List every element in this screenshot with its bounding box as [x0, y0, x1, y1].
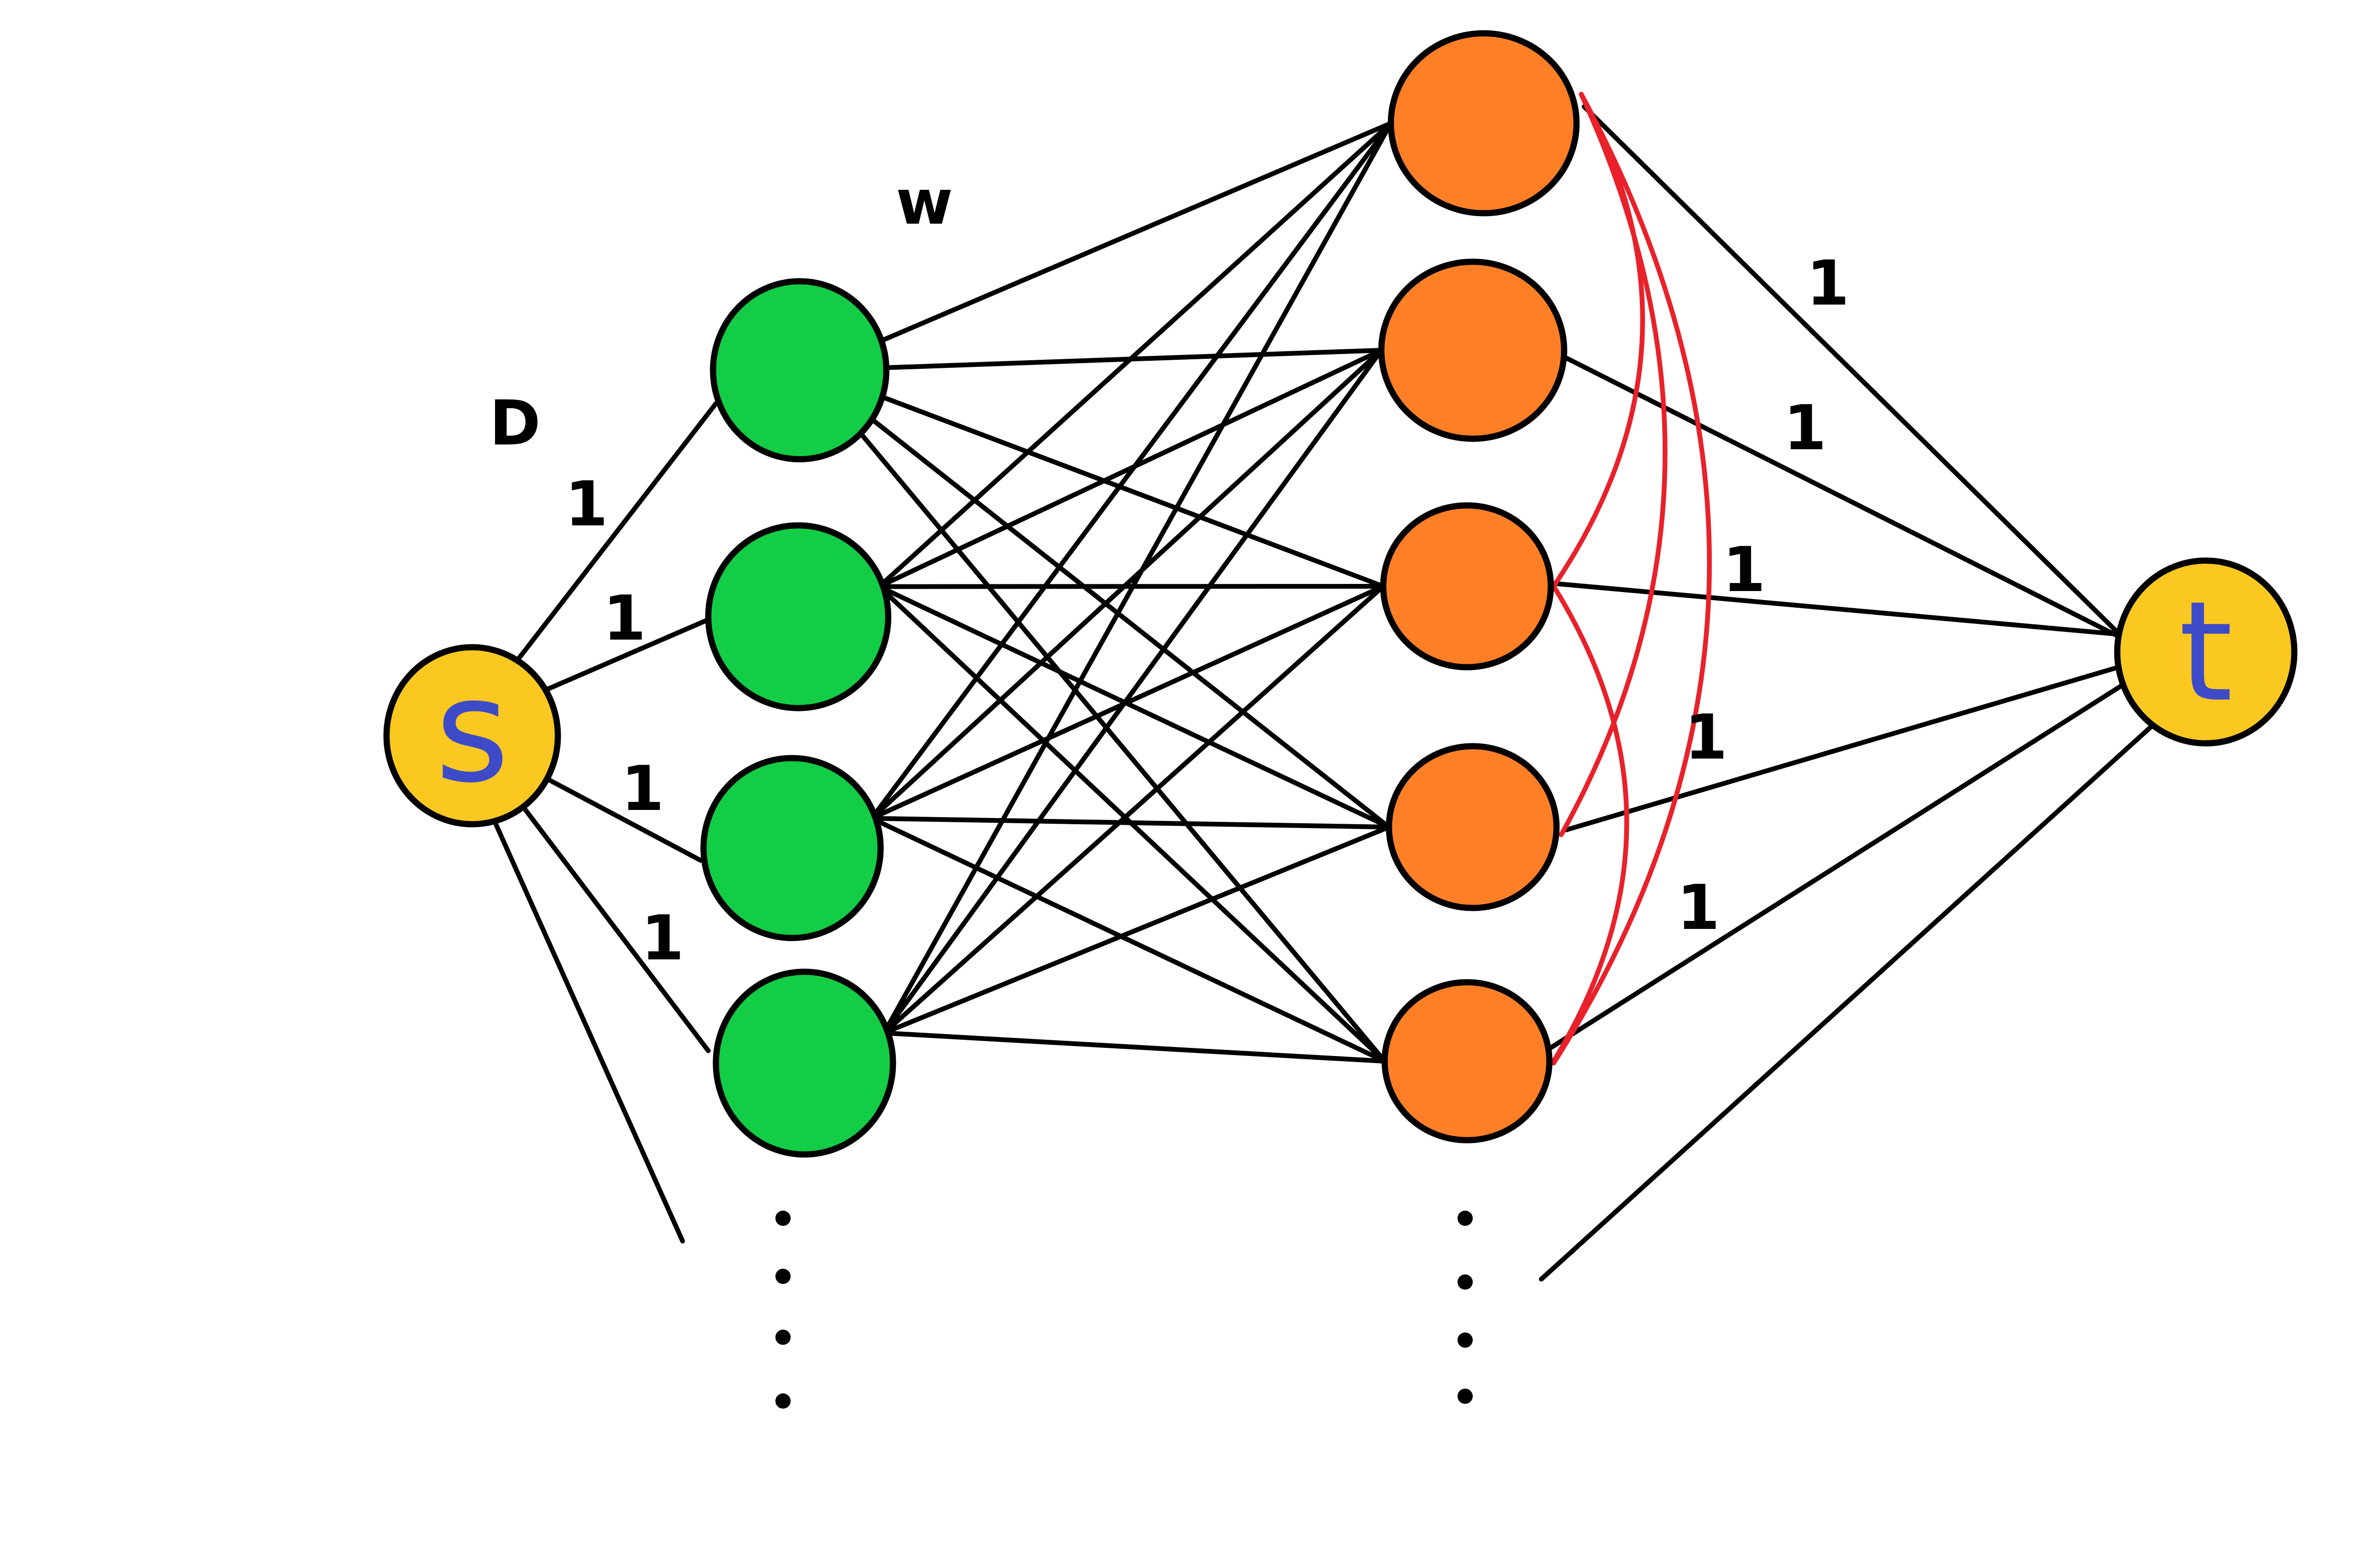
edge-g3-o2 [869, 348, 1384, 821]
edge-g3-o1 [869, 121, 1393, 821]
edge-more-t [1539, 716, 2162, 1282]
left-node-4 [713, 968, 896, 1158]
edge-g2-o4 [877, 584, 1391, 829]
nodes-layer [383, 30, 2298, 1158]
right-column-ellipsis [1458, 1211, 1473, 1404]
edge-g3-o5 [869, 816, 1387, 1064]
right-node-1 [1388, 30, 1580, 217]
red-edge-o1-o3 [1551, 92, 1645, 589]
red-edge-o3-o5 [1551, 584, 1629, 1064]
ellipsis-dot [775, 1211, 791, 1226]
source-label: s [435, 648, 509, 814]
edge-g1-o5 [858, 431, 1387, 1064]
ellipsis-dot [775, 1269, 791, 1284]
sink-node [2114, 557, 2298, 747]
edge-o5-t [1544, 678, 2132, 1053]
edge-o1-t [1582, 104, 2127, 642]
source-edge-label-3: 1 [621, 752, 664, 825]
right-node-2 [1378, 258, 1567, 442]
edges-layer [493, 104, 2162, 1282]
red-edge-o1-o5 [1551, 92, 1712, 1066]
ellipsis-dot [775, 1393, 791, 1409]
ellipsis-dot [1458, 1332, 1473, 1348]
edge-g4-o3 [882, 584, 1386, 1036]
edge-s-g4 [523, 808, 711, 1053]
left-column-ellipsis [775, 1211, 791, 1409]
edge-o2-t [1564, 355, 2127, 642]
edge-g4-o1 [882, 121, 1393, 1036]
source-edge-label-4: 1 [641, 902, 684, 974]
left-node-2 [705, 522, 892, 711]
sink-edge-label-4: 1 [1685, 701, 1727, 773]
edge-g4-o2 [882, 348, 1384, 1036]
ellipsis-dot [775, 1330, 791, 1345]
edge-s-g2 [543, 617, 711, 692]
red-edges-layer [1551, 92, 1712, 1066]
edge-g1-o4 [869, 417, 1391, 829]
edge-g4-o5 [882, 1030, 1387, 1064]
edge-g1-o3 [880, 395, 1386, 589]
ellipsis-dot [1458, 1274, 1473, 1290]
edge-s-g1 [516, 401, 718, 662]
edge-o3-t [1551, 581, 2127, 637]
label-w: w [896, 166, 953, 238]
sink-edge-label-3: 1 [1723, 533, 1765, 606]
sink-edge-label-2: 1 [1784, 392, 1826, 464]
sink-label: t [2179, 572, 2233, 732]
edge-g1-o1 [879, 121, 1393, 343]
source-node [383, 644, 561, 828]
ellipsis-dot [1458, 1389, 1473, 1404]
edge-g3-o4 [869, 816, 1391, 829]
sink-edge-label-5: 1 [1677, 871, 1720, 944]
edge-s-g3 [546, 777, 703, 863]
red-edge-o1-o4 [1559, 92, 1668, 837]
right-node-3 [1380, 502, 1554, 671]
source-edge-label-1: 1 [565, 468, 608, 540]
source-edge-label-2: 1 [603, 582, 646, 654]
sink-edge-label-1: 1 [1806, 247, 1849, 319]
edge-o4-t [1564, 663, 2127, 832]
ellipsis-dot [1458, 1211, 1473, 1226]
edge-s-more [493, 820, 685, 1243]
label-d: D [489, 387, 541, 459]
right-node-4 [1386, 743, 1560, 911]
right-node-5 [1381, 979, 1553, 1144]
edge-g4-o4 [882, 825, 1391, 1036]
edge-g2-o1 [877, 121, 1393, 589]
left-node-3 [700, 755, 884, 941]
left-node-1 [710, 278, 890, 463]
